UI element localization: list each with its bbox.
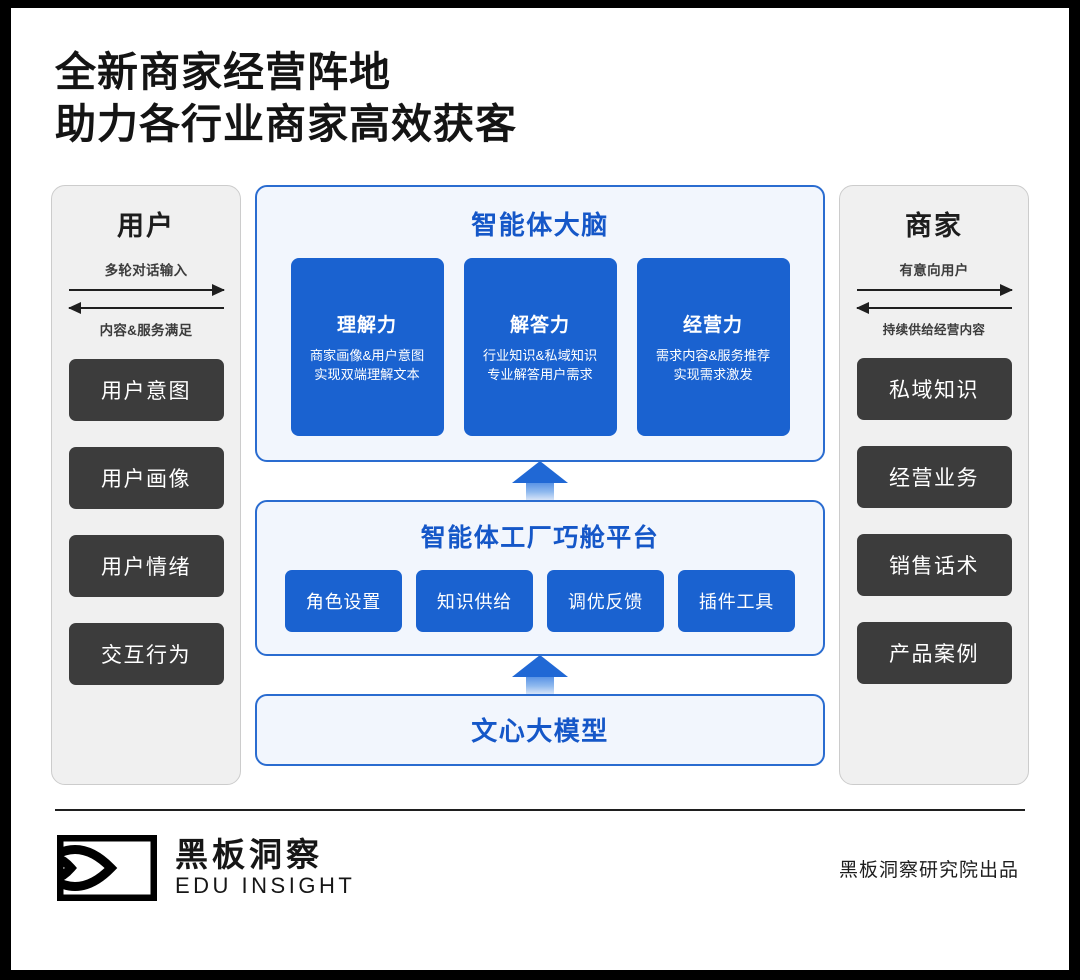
page-inner: 全新商家经营阵地 助力各行业商家高效获客 用户 多轮对话输入 内容&服务满足 bbox=[11, 8, 1069, 970]
brain-card-desc-line1: 需求内容&服务推荐 bbox=[655, 347, 771, 363]
brain-card-desc-line1: 商家画像&用户意图 bbox=[309, 347, 425, 363]
brain-card-understanding[interactable]: 理解力 商家画像&用户意图 实现双端理解文本 bbox=[290, 257, 444, 436]
brain-card-desc-line2: 实现双端理解文本 bbox=[314, 366, 420, 382]
merchant-column: 商家 有意向用户 持续供给经营内容 私域知识 经营业务 销售话术 产品案例 bbox=[839, 184, 1029, 785]
agent-factory-panel: 智能体工厂巧舱平台 角色设置 知识供给 调优反馈 插件工具 bbox=[255, 499, 825, 656]
merchant-arrow-out-label: 有意向用户 bbox=[899, 262, 969, 278]
arrow-up-icon-to-factory bbox=[512, 654, 568, 695]
agent-factory-chips: 角色设置 知识供给 调优反馈 插件工具 bbox=[285, 569, 795, 632]
agent-factory-title: 智能体工厂巧舱平台 bbox=[420, 523, 660, 552]
agent-brain-panel: 智能体大脑 理解力 商家画像&用户意图 实现双端理解文本 解答力 行业知识&私域… bbox=[255, 184, 825, 462]
merchant-chip-product-case[interactable]: 产品案例 bbox=[856, 621, 1012, 684]
merchant-chip-private-knowledge[interactable]: 私域知识 bbox=[856, 357, 1012, 420]
merchant-chip-business[interactable]: 经营业务 bbox=[856, 445, 1012, 508]
footer-note: 黑板洞察研究院出品 bbox=[838, 859, 1019, 881]
brand-text: 黑板洞察 EDU INSIGHT bbox=[175, 836, 356, 900]
brain-card-operating[interactable]: 经营力 需求内容&服务推荐 实现需求激发 bbox=[636, 257, 790, 436]
arrow-right-icon bbox=[856, 283, 1013, 297]
brain-card-title: 理解力 bbox=[336, 314, 397, 336]
merchant-column-heading: 商家 bbox=[905, 210, 963, 241]
brain-card-title: 解答力 bbox=[509, 314, 570, 336]
footer-divider bbox=[55, 808, 1025, 812]
eye-logo-icon bbox=[57, 835, 157, 902]
brand-name-cn: 黑板洞察 bbox=[175, 836, 323, 874]
agent-brain-title: 智能体大脑 bbox=[471, 209, 609, 240]
user-exchange-arrows: 多轮对话输入 内容&服务满足 bbox=[67, 259, 225, 339]
title-line-2: 助力各行业商家高效获客 bbox=[55, 101, 517, 148]
diagram-area: 用户 多轮对话输入 内容&服务满足 用户意图 用户画像 用户情绪 交互行为 bbox=[41, 184, 1039, 785]
arrow-right-icon bbox=[68, 283, 225, 297]
user-arrow-out-label: 多轮对话输入 bbox=[104, 262, 188, 278]
user-chip-emotion[interactable]: 用户情绪 bbox=[68, 534, 224, 597]
brain-card-desc-line1: 行业知识&私域知识 bbox=[482, 347, 598, 363]
foundation-model-title: 文心大模型 bbox=[471, 716, 609, 747]
brand-logo: 黑板洞察 EDU INSIGHT bbox=[57, 835, 356, 902]
user-chip-profile[interactable]: 用户画像 bbox=[68, 446, 224, 509]
brain-card-desc-line2: 专业解答用户需求 bbox=[487, 366, 593, 382]
page-title: 全新商家经营阵地 助力各行业商家高效获客 bbox=[55, 46, 1039, 151]
merchant-exchange-arrows: 有意向用户 持续供给经营内容 bbox=[855, 259, 1013, 338]
user-arrow-in-label: 内容&服务满足 bbox=[99, 322, 193, 338]
brain-card-title: 经营力 bbox=[682, 314, 743, 336]
factory-chip-role-setting[interactable]: 角色设置 bbox=[285, 569, 402, 632]
footer: 黑板洞察 EDU INSIGHT 黑板洞察研究院出品 bbox=[57, 835, 1023, 902]
arrow-left-icon bbox=[855, 301, 1012, 315]
user-column-heading: 用户 bbox=[117, 210, 175, 241]
factory-chip-tuning-feedback[interactable]: 调优反馈 bbox=[547, 569, 664, 632]
center-stack: 智能体大脑 理解力 商家画像&用户意图 实现双端理解文本 解答力 行业知识&私域… bbox=[255, 184, 825, 766]
factory-chip-plugin-tools[interactable]: 插件工具 bbox=[678, 569, 795, 632]
arrow-up-icon-to-brain bbox=[512, 460, 568, 501]
agent-brain-cards: 理解力 商家画像&用户意图 实现双端理解文本 解答力 行业知识&私域知识 专业解… bbox=[285, 257, 795, 436]
brain-card-answering[interactable]: 解答力 行业知识&私域知识 专业解答用户需求 bbox=[463, 257, 617, 436]
brain-card-desc-line2: 实现需求激发 bbox=[673, 366, 753, 382]
merchant-arrow-in-label: 持续供给经营内容 bbox=[882, 322, 986, 337]
user-chip-intent[interactable]: 用户意图 bbox=[68, 358, 224, 421]
arrow-left-icon bbox=[67, 301, 224, 315]
user-column: 用户 多轮对话输入 内容&服务满足 用户意图 用户画像 用户情绪 交互行为 bbox=[51, 184, 241, 785]
factory-chip-knowledge-supply[interactable]: 知识供给 bbox=[416, 569, 533, 632]
foundation-model-panel: 文心大模型 bbox=[255, 693, 825, 766]
user-chip-behavior[interactable]: 交互行为 bbox=[68, 622, 224, 685]
title-line-1: 全新商家经营阵地 bbox=[55, 49, 391, 95]
merchant-chip-sales-script[interactable]: 销售话术 bbox=[856, 533, 1012, 596]
brand-name-en: EDU INSIGHT bbox=[175, 873, 356, 899]
